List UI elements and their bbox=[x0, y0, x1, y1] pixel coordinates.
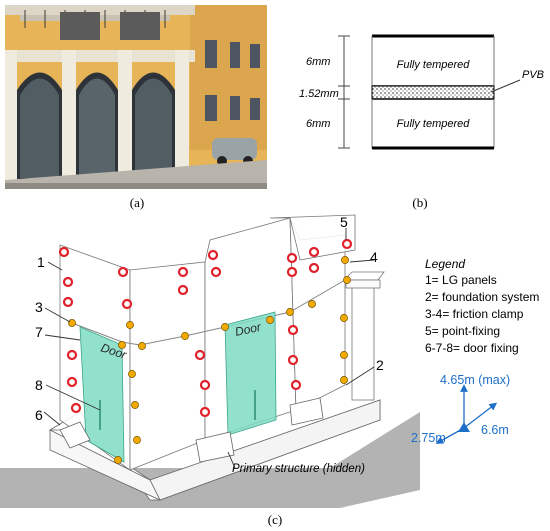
callout-1: 1 bbox=[37, 254, 45, 270]
callout-7: 7 bbox=[35, 324, 43, 340]
thickness-top: 6mm bbox=[306, 56, 330, 68]
door-label-right: Door bbox=[234, 320, 263, 339]
door-right bbox=[224, 311, 277, 436]
legend: Legend 1= LG panels 2= foundation system… bbox=[425, 257, 539, 355]
thickness-mid: 1.52mm bbox=[299, 88, 339, 100]
point-fixings bbox=[58, 238, 353, 418]
system-drawing bbox=[0, 214, 420, 508]
caption-a: (a) bbox=[130, 195, 144, 210]
ground-slab bbox=[0, 412, 420, 508]
callout-5: 5 bbox=[340, 214, 348, 230]
legend-item: 6-7-8= door fixing bbox=[425, 341, 519, 355]
callout-8: 8 bbox=[35, 377, 43, 393]
primary-structure-label: Primary structure (hidden) bbox=[232, 463, 365, 475]
building-photo bbox=[5, 5, 267, 189]
legend-title: Legend bbox=[425, 257, 465, 271]
caption-b: (b) bbox=[412, 195, 427, 210]
glass-section bbox=[338, 34, 521, 150]
caption-c: (c) bbox=[268, 512, 282, 527]
layer-bottom-label: Fully tempered bbox=[397, 118, 471, 130]
thickness-bottom: 6mm bbox=[306, 118, 330, 130]
callout-3: 3 bbox=[35, 299, 43, 315]
legend-item: 2= foundation system bbox=[425, 290, 539, 304]
dimension-axes bbox=[435, 384, 498, 444]
dim-width: 6.6m bbox=[481, 423, 509, 437]
callout-6: 6 bbox=[35, 407, 43, 423]
layer-top-label: Fully tempered bbox=[397, 59, 471, 71]
dim-depth: 2.75m bbox=[411, 431, 446, 445]
dim-height: 4.65m (max) bbox=[440, 373, 510, 387]
legend-item: 1= LG panels bbox=[425, 273, 497, 287]
callout-4: 4 bbox=[370, 249, 378, 265]
friction-clamps bbox=[68, 256, 351, 464]
legend-item: 3-4= friction clamp bbox=[425, 307, 524, 321]
callout-2: 2 bbox=[376, 357, 384, 373]
legend-item: 5= point-fixing bbox=[425, 324, 500, 338]
pvb-label: PVB bbox=[522, 69, 544, 81]
